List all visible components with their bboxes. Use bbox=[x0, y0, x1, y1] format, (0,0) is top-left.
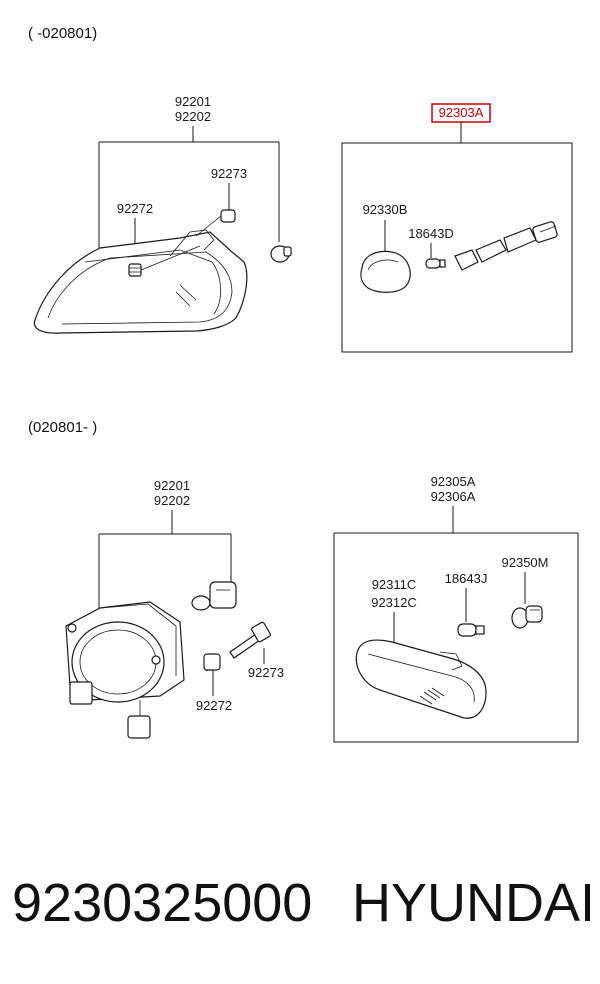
side-marker-bulb-drawing bbox=[457, 623, 485, 637]
part-number: 9230325000 bbox=[12, 873, 313, 933]
bottom-left-code-2[interactable]: 92202 bbox=[154, 493, 190, 508]
bottom-right-socket-label[interactable]: 92350M bbox=[502, 555, 549, 570]
top-left-code-1[interactable]: 92201 bbox=[175, 94, 211, 109]
bottom-right-lamp-code-1[interactable]: 92311C bbox=[372, 577, 417, 592]
bottom-right-code-2[interactable]: 92306A bbox=[431, 489, 476, 504]
brand-name: HYUNDAI bbox=[352, 873, 596, 933]
top-right-box bbox=[341, 142, 573, 353]
socket-plug-drawing bbox=[229, 621, 271, 659]
top-right-group: 92303A 92330B 18643D bbox=[341, 103, 573, 353]
bottom-left-bracket bbox=[98, 510, 232, 620]
top-right-lens-label[interactable]: 92330B bbox=[363, 202, 408, 217]
section-label-bottom: (020801- ) bbox=[28, 419, 97, 436]
top-right-bulb-label[interactable]: 18643D bbox=[408, 226, 454, 241]
top-right-code[interactable]: 92303A bbox=[439, 105, 484, 120]
bottom-right-group: 92305A 92306A 92311C 92312C 18643J 92350… bbox=[333, 474, 579, 743]
bottom-left-group: 92201 92202 92273 bbox=[65, 478, 284, 739]
spring-drawing bbox=[203, 653, 221, 672]
top-left-socket-label[interactable]: 92273 bbox=[211, 166, 247, 181]
bottom-right-lamp-code-2[interactable]: 92312C bbox=[371, 595, 417, 610]
side-marker-socket-drawing bbox=[511, 605, 543, 629]
bulb-drawing bbox=[270, 245, 292, 263]
section-label-top: ( -020801) bbox=[28, 25, 97, 42]
top-left-bracket bbox=[98, 126, 280, 250]
bottom-right-bulb-label[interactable]: 18643J bbox=[445, 571, 488, 586]
lens-drawing bbox=[360, 250, 411, 293]
bottom-left-socket-label[interactable]: 92273 bbox=[248, 665, 284, 680]
socket-harness-drawing bbox=[454, 221, 558, 271]
top-left-code-2[interactable]: 92202 bbox=[175, 109, 211, 124]
bottom-right-code-1[interactable]: 92305A bbox=[431, 474, 476, 489]
bottom-left-spring-label[interactable]: 92272 bbox=[196, 698, 232, 713]
top-left-screw-label[interactable]: 92272 bbox=[117, 201, 153, 216]
foglamp-drawing bbox=[65, 601, 185, 739]
headlamp-drawing bbox=[33, 209, 248, 334]
foglamp-bulb-drawing bbox=[191, 581, 237, 611]
side-marker-drawing bbox=[355, 639, 487, 719]
top-left-group: 92201 92202 92273 92272 bbox=[33, 94, 292, 334]
bottom-left-code-1[interactable]: 92201 bbox=[154, 478, 190, 493]
wedge-bulb-drawing bbox=[425, 258, 446, 269]
bottom-right-box bbox=[333, 532, 579, 743]
